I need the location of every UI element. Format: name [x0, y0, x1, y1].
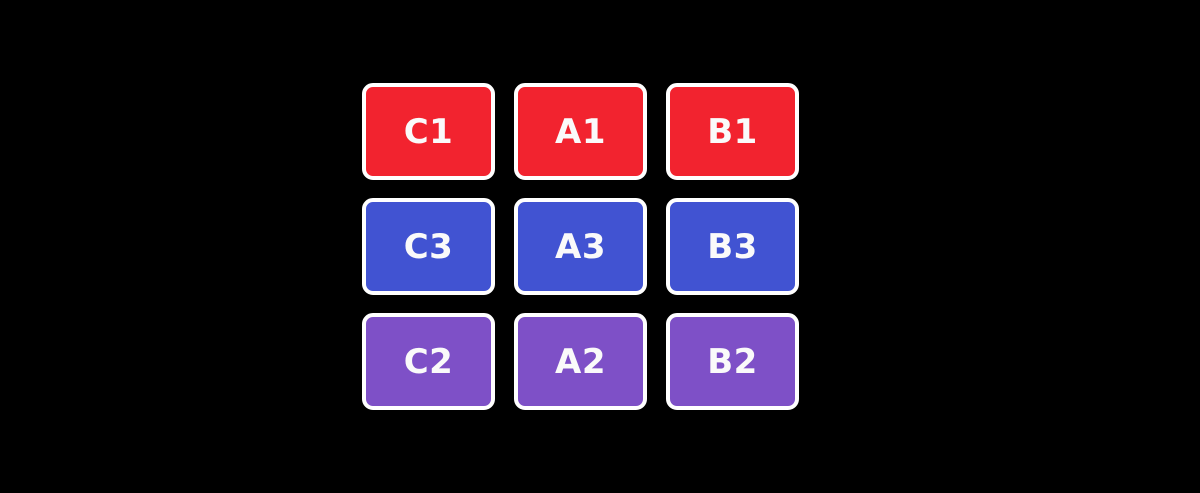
- card-grid: C1 A1 B1 C3 A3 B3 C2 A2 B2: [362, 83, 799, 410]
- card-c1[interactable]: C1: [362, 83, 495, 180]
- card-a3-label: A3: [555, 226, 606, 267]
- card-b2[interactable]: B2: [666, 313, 799, 410]
- card-b3-label: B3: [707, 226, 758, 267]
- card-c2[interactable]: C2: [362, 313, 495, 410]
- card-c3[interactable]: C3: [362, 198, 495, 295]
- card-a1-label: A1: [555, 111, 606, 152]
- card-a2-label: A2: [555, 341, 606, 382]
- card-a2[interactable]: A2: [514, 313, 647, 410]
- card-b3[interactable]: B3: [666, 198, 799, 295]
- card-c2-label: C2: [403, 341, 454, 382]
- card-b2-label: B2: [707, 341, 758, 382]
- card-a1[interactable]: A1: [514, 83, 647, 180]
- card-b1-label: B1: [707, 111, 758, 152]
- card-c3-label: C3: [403, 226, 454, 267]
- card-c1-label: C1: [403, 111, 454, 152]
- card-b1[interactable]: B1: [666, 83, 799, 180]
- card-a3[interactable]: A3: [514, 198, 647, 295]
